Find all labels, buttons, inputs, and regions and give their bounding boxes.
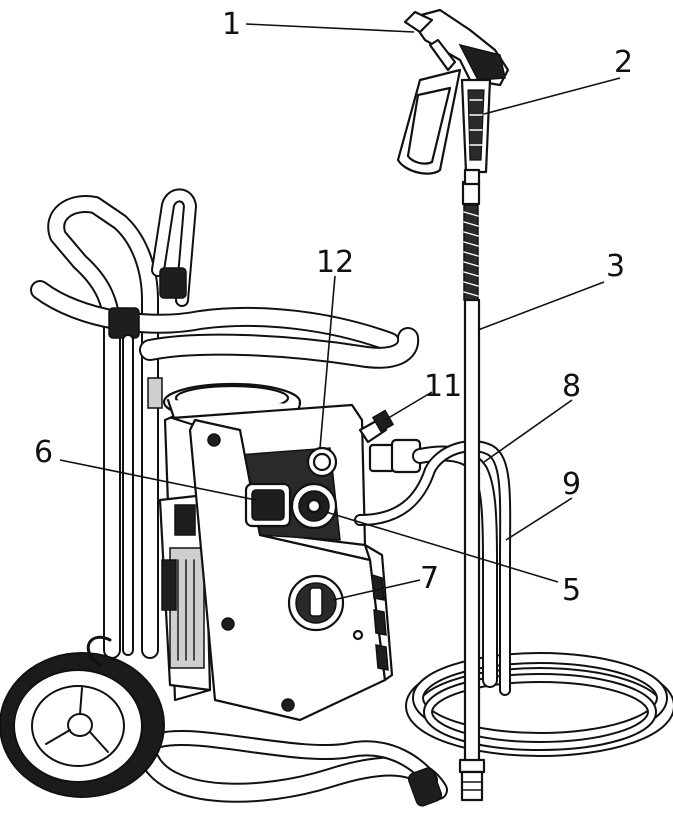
- spray-gun: [396, 8, 510, 186]
- callout-1: 1: [222, 7, 241, 42]
- callout-11: 11: [424, 369, 462, 404]
- leader-12: [319, 275, 336, 449]
- motor-housing: [158, 403, 212, 702]
- callout-5: 5: [562, 573, 581, 608]
- cart-frame: [30, 188, 448, 807]
- leader-3: [477, 281, 605, 331]
- callout-labels: 1 2 3 12 11 8 6 9 7 5: [34, 7, 633, 608]
- leader-2: [483, 77, 621, 115]
- callout-12: 12: [316, 245, 354, 280]
- callout-7: 7: [420, 561, 439, 596]
- return-hose-spring: [461, 180, 481, 301]
- leader-11: [384, 391, 433, 421]
- leader-9: [505, 497, 573, 541]
- callout-8: 8: [562, 369, 581, 404]
- wheel: [0, 635, 165, 798]
- callout-9: 9: [562, 467, 581, 502]
- leader-6: [59, 459, 257, 501]
- pump-body: [162, 382, 422, 722]
- callout-2: 2: [614, 45, 633, 80]
- callout-leaders: [59, 23, 621, 601]
- callout-3: 3: [606, 249, 625, 284]
- callout-6: 6: [34, 435, 53, 470]
- coiled-hose: [405, 652, 673, 757]
- leader-7: [332, 579, 421, 601]
- leader-5: [325, 511, 559, 583]
- leader-8: [483, 399, 573, 463]
- leader-1: [245, 23, 415, 33]
